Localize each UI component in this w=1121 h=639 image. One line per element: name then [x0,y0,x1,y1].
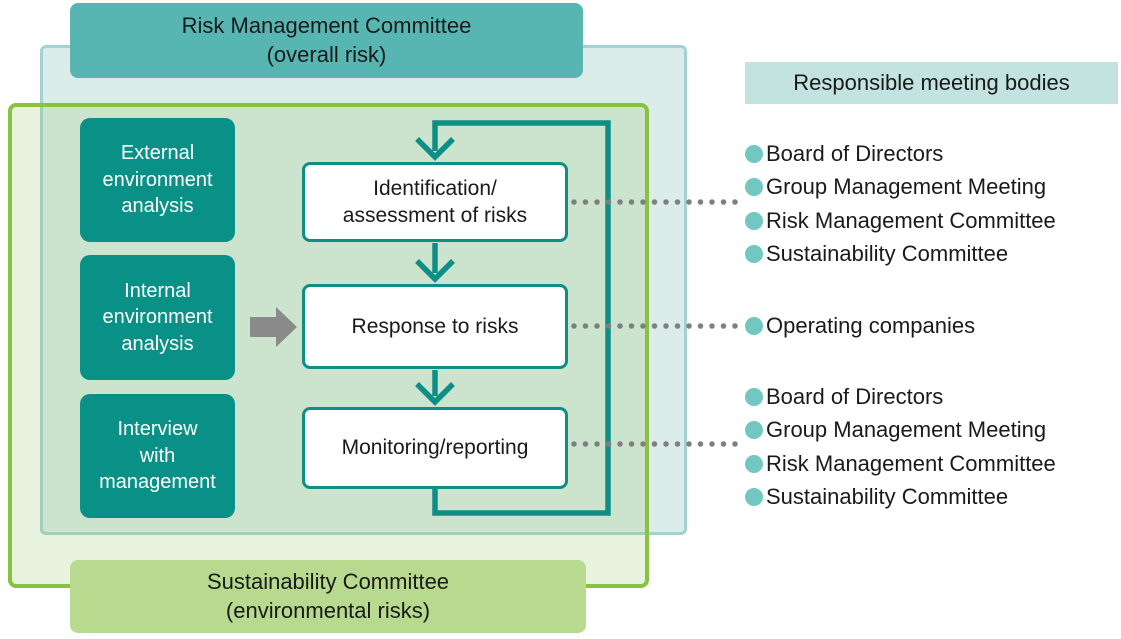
circle-bullet-icon [745,454,763,473]
meeting-body-label: Operating companies [766,312,976,338]
responsible-bodies-group-1: Board of Directors Group Management Meet… [745,137,1056,271]
responsible-bodies-group-3: Board of Directors Group Management Meet… [745,380,1056,514]
responsible-bodies-header: Responsible meeting bodies [745,62,1118,104]
meeting-body-label: Sustainability Committee [766,484,1009,510]
meeting-body-label: Board of Directors [766,140,944,166]
meeting-body-item: Operating companies [745,309,975,343]
circle-bullet-icon [745,211,763,230]
meeting-body-label: Board of Directors [766,383,944,409]
process-step-response: Response to risks [302,284,568,369]
meeting-body-item: Sustainability Committee [745,481,1056,515]
meeting-body-label: Group Management Meeting [766,417,1047,443]
meeting-body-label: Risk Management Committee [766,207,1056,233]
meeting-body-item: Group Management Meeting [745,414,1056,448]
circle-bullet-icon [745,316,763,335]
meeting-body-label: Sustainability Committee [766,241,1009,267]
input-box-interview-management: Interview with management [80,394,235,518]
meeting-body-label: Group Management Meeting [766,174,1047,200]
circle-bullet-icon [745,178,763,197]
meeting-body-item: Board of Directors [745,137,1056,171]
responsible-bodies-group-2: Operating companies [745,309,975,343]
input-box-external-environment: External environment analysis [80,118,235,242]
input-box-internal-environment: Internal environment analysis [80,255,235,380]
circle-bullet-icon [745,144,763,163]
risk-management-committee-header: Risk Management Committee (overall risk) [70,3,583,78]
meeting-body-item: Risk Management Committee [745,447,1056,481]
circle-bullet-icon [745,387,763,406]
meeting-body-item: Board of Directors [745,380,1056,414]
process-step-monitoring-reporting: Monitoring/reporting [302,407,568,489]
circle-bullet-icon [745,421,763,440]
meeting-body-item: Risk Management Committee [745,204,1056,238]
meeting-body-item: Sustainability Committee [745,238,1056,272]
circle-bullet-icon [745,488,763,507]
process-step-identification-assessment: Identification/ assessment of risks [302,162,568,242]
meeting-body-item: Group Management Meeting [745,171,1056,205]
circle-bullet-icon [745,245,763,264]
meeting-body-label: Risk Management Committee [766,450,1056,476]
sustainability-committee-header: Sustainability Committee (environmental … [70,560,586,633]
